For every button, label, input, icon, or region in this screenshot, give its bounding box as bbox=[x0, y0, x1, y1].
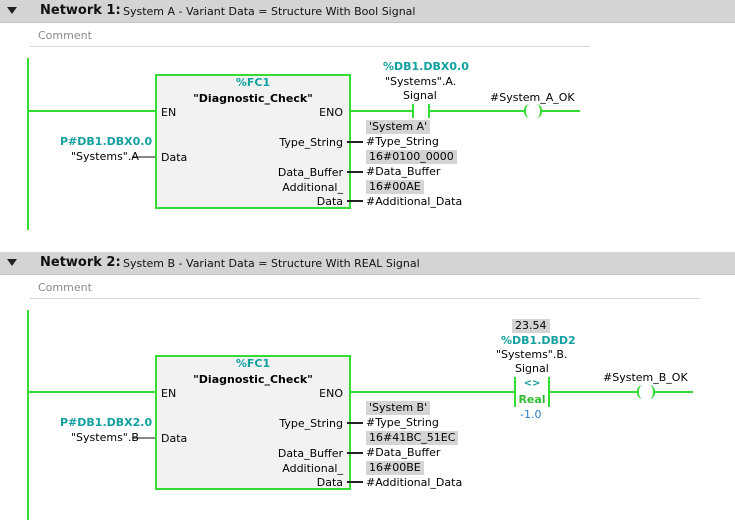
type-string-var[interactable]: #Type_String bbox=[366, 416, 439, 429]
pin-type-string: Type_String bbox=[279, 417, 343, 430]
type-string-value: 'System A' bbox=[366, 120, 431, 134]
pin-type-string: Type_String bbox=[279, 136, 343, 149]
coil-icon[interactable] bbox=[524, 104, 542, 118]
coil-icon[interactable] bbox=[637, 385, 655, 399]
eno-wire-1 bbox=[347, 110, 580, 112]
out-wire bbox=[347, 481, 363, 483]
additional-var[interactable]: #Additional_Data bbox=[366, 195, 463, 208]
fc-block-2[interactable]: %FC1 "Diagnostic_Check" EN ENO Data Type… bbox=[155, 355, 351, 490]
compare-operator: <> bbox=[523, 378, 541, 389]
compare-value[interactable]: -1.0 bbox=[520, 408, 542, 421]
data-input-symbol[interactable]: "Systems".A bbox=[71, 150, 139, 163]
coil-label[interactable]: #System_A_OK bbox=[490, 91, 575, 104]
type-string-var[interactable]: #Type_String bbox=[366, 135, 439, 148]
data-buffer-var[interactable]: #Data_Buffer bbox=[366, 446, 441, 459]
en-wire-2 bbox=[29, 391, 156, 393]
network-2-header[interactable]: Network 2: System B - Variant Data = Str… bbox=[0, 252, 735, 275]
pin-eno: ENO bbox=[319, 387, 343, 400]
data-wire-2 bbox=[132, 437, 156, 439]
fc-number: %FC1 bbox=[235, 357, 271, 370]
power-rail-2 bbox=[27, 310, 29, 520]
pin-data-buffer: Data_Buffer bbox=[277, 166, 343, 179]
additional-var[interactable]: #Additional_Data bbox=[366, 476, 463, 489]
fc-name[interactable]: "Diagnostic_Check" bbox=[193, 92, 313, 105]
out-wire bbox=[347, 141, 363, 143]
comparator-symbol-2[interactable]: Signal bbox=[515, 362, 549, 375]
out-wire bbox=[347, 452, 363, 454]
pin-eno: ENO bbox=[319, 106, 343, 119]
data-input-address[interactable]: P#DB1.DBX0.0 bbox=[60, 135, 153, 148]
out-wire bbox=[347, 171, 363, 173]
pin-additional-2: Data bbox=[316, 195, 343, 208]
data-buffer-value: 16#41BC_51EC bbox=[366, 431, 459, 445]
network-2-title[interactable]: System B - Variant Data = Structure With… bbox=[123, 257, 420, 270]
pin-additional-2: Data bbox=[316, 476, 343, 489]
compare-type: Real bbox=[518, 393, 546, 406]
additional-value: 16#00AE bbox=[366, 180, 424, 194]
comment-placeholder: Comment bbox=[38, 29, 92, 42]
data-wire-1 bbox=[132, 156, 156, 158]
pin-en: EN bbox=[161, 387, 177, 400]
data-buffer-var[interactable]: #Data_Buffer bbox=[366, 165, 441, 178]
collapse-triangle-icon[interactable] bbox=[7, 259, 17, 266]
power-rail-1 bbox=[27, 58, 29, 230]
coil-label[interactable]: #System_B_OK bbox=[603, 371, 688, 384]
comparator-live-value: 23.54 bbox=[512, 319, 550, 333]
network-1-comment[interactable]: Comment bbox=[30, 24, 590, 47]
network-1-label: Network 1: bbox=[40, 3, 121, 18]
additional-value: 16#00BE bbox=[366, 461, 424, 475]
no-contact-icon[interactable] bbox=[412, 104, 430, 118]
out-wire bbox=[347, 422, 363, 424]
network-1-title[interactable]: System A - Variant Data = Structure With… bbox=[123, 5, 416, 18]
fc-number: %FC1 bbox=[235, 76, 271, 89]
contact-symbol-1[interactable]: "Systems".A. bbox=[385, 75, 457, 88]
data-input-symbol[interactable]: "Systems".B bbox=[71, 431, 139, 444]
network-2-comment[interactable]: Comment bbox=[30, 276, 700, 299]
collapse-triangle-icon[interactable] bbox=[7, 7, 17, 14]
network-1-header[interactable]: Network 1: System A - Variant Data = Str… bbox=[0, 0, 735, 23]
fc-name[interactable]: "Diagnostic_Check" bbox=[193, 373, 313, 386]
contact-address[interactable]: %DB1.DBX0.0 bbox=[383, 60, 469, 73]
pin-en: EN bbox=[161, 106, 177, 119]
compare-not-equal-box[interactable]: <> Real bbox=[514, 377, 550, 407]
comparator-symbol-1[interactable]: "Systems".B. bbox=[496, 348, 568, 361]
data-input-address[interactable]: P#DB1.DBX2.0 bbox=[60, 416, 153, 429]
pin-data-buffer: Data_Buffer bbox=[277, 447, 343, 460]
contact-symbol-2[interactable]: Signal bbox=[403, 89, 437, 102]
out-wire bbox=[347, 200, 363, 202]
network-2-label: Network 2: bbox=[40, 255, 121, 270]
data-buffer-value: 16#0100_0000 bbox=[366, 150, 457, 164]
type-string-value: 'System B' bbox=[366, 401, 431, 415]
fc-block-1[interactable]: %FC1 "Diagnostic_Check" EN ENO Data Type… bbox=[155, 74, 351, 209]
en-wire-1 bbox=[29, 110, 156, 112]
pin-data: Data bbox=[161, 151, 188, 164]
pin-additional-1: Additional_ bbox=[282, 462, 343, 475]
pin-additional-1: Additional_ bbox=[282, 181, 343, 194]
comment-placeholder: Comment bbox=[38, 281, 92, 294]
pin-data: Data bbox=[161, 432, 188, 445]
comparator-address[interactable]: %DB1.DBD2 bbox=[501, 334, 576, 347]
